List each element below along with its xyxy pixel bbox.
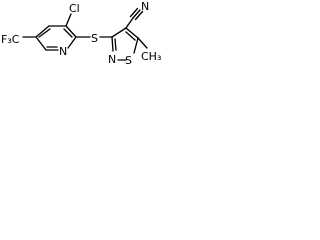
bond-nitrile-triple-1 [132,9,141,19]
bond-nitrile-triple-3 [134,10,144,21]
bond-ring-cl [65,13,72,27]
bond-ring-nitrile [125,17,134,29]
methyl-label: CH₃ [141,50,161,63]
pyridine-ring [35,25,77,51]
bond-iso-2-double [125,31,136,41]
bond-ring-1 [35,25,50,38]
thioether-sulfur-label: S [91,32,98,45]
bond-ring-3 [65,25,77,38]
nitrile-nitrogen-label: N [141,0,149,13]
bond-ring-methyl [137,37,148,49]
trifluoromethyl-label: F₃C [1,33,20,46]
bond-iso-5-double [114,38,117,51]
chlorine-label: Cl [69,2,80,15]
bond-ring-4 [67,36,77,49]
chemical-structure: F₃C N Cl S N S N CH₃ [1,0,161,67]
bond-ring-1-double [38,28,51,38]
bond-ring-3-double [63,28,73,38]
isothiazole-nitrogen-label: N [108,53,116,66]
bond-iso-5 [111,36,114,52]
bond-iso-3 [133,37,139,54]
pyridine-nitrogen-label: N [59,45,67,58]
isothiazole-ring [111,27,139,61]
bond-iso-2 [125,27,139,39]
isothiazole-sulfur-label: S [125,54,132,67]
bond-iso-1 [111,27,127,38]
bond-nitrile-triple-2 [129,7,139,18]
bond-ring-6 [35,36,47,51]
